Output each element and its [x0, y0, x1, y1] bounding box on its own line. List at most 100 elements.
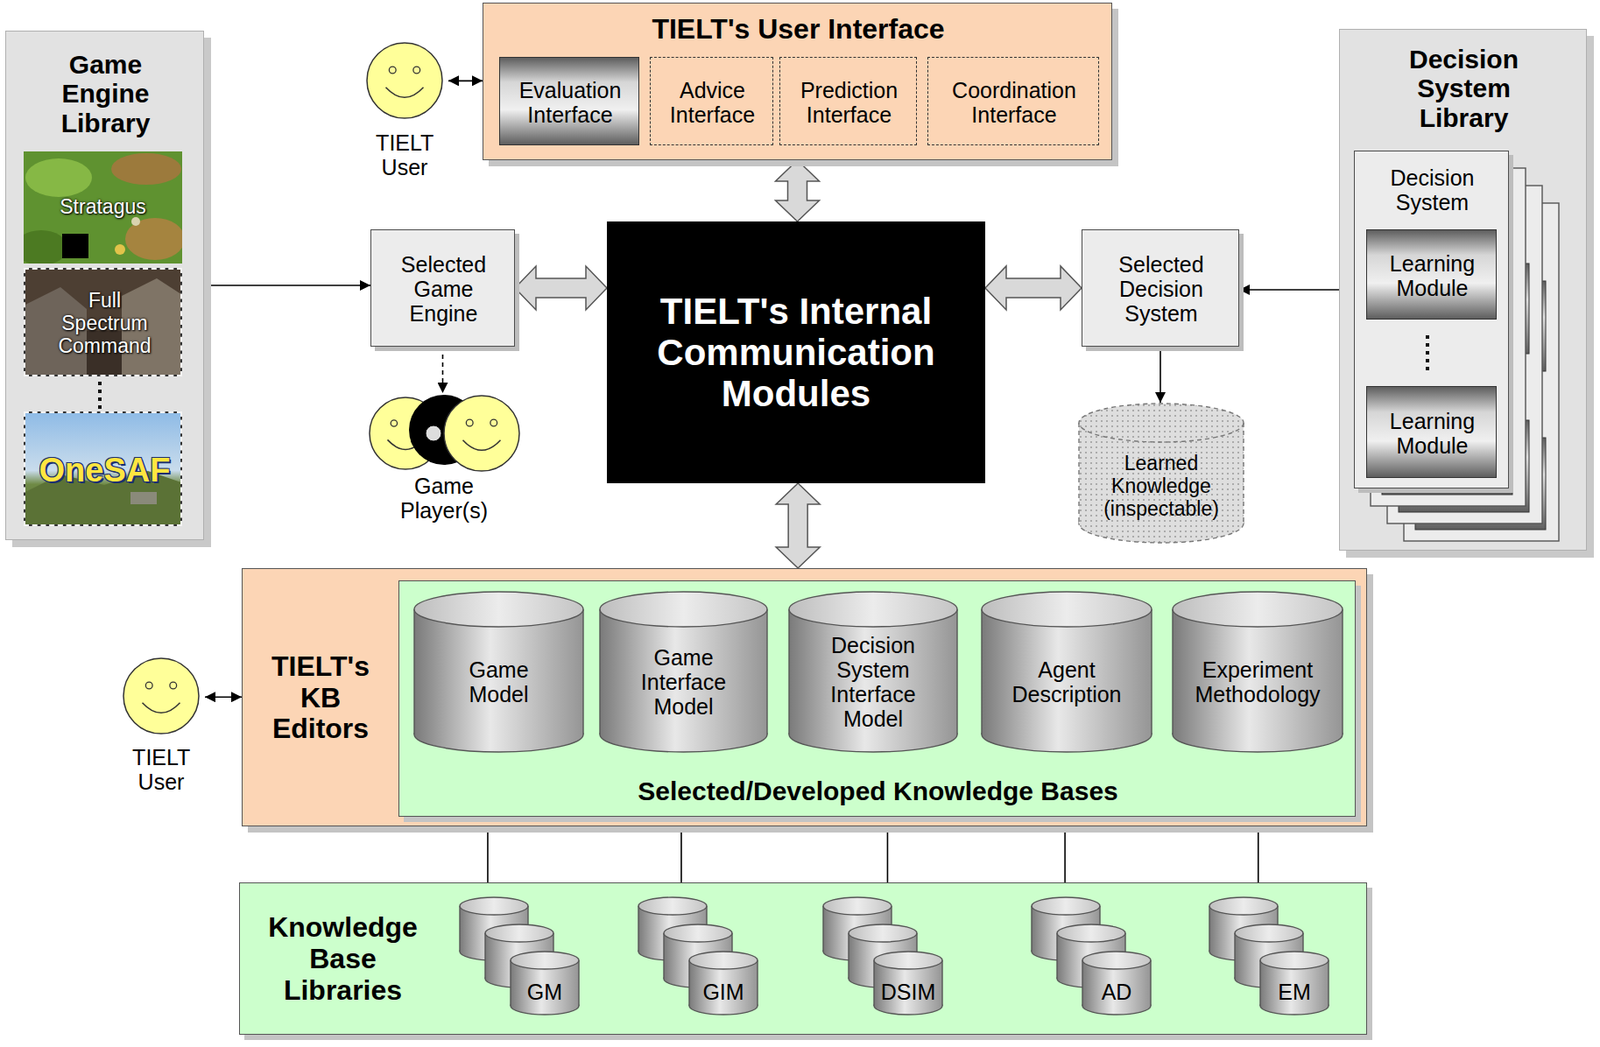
- learning-module: Learning Module: [1366, 386, 1497, 479]
- node-label: Game Player(s): [400, 473, 488, 523]
- cylinder-side: [1233, 933, 1235, 980]
- terrain: [23, 230, 68, 264]
- text-slot: Decision System Interface Model: [788, 627, 959, 737]
- process-box: Selected Decision System: [1081, 229, 1240, 347]
- scene: [25, 269, 183, 377]
- cylinder-top: [823, 897, 892, 916]
- node-label: Experiment Methodology: [1194, 657, 1320, 707]
- smiley-eye: [388, 66, 396, 74]
- text-slot: Game Player(s): [365, 470, 523, 526]
- ellipsis-dot: [98, 389, 102, 394]
- cylinder-side: [1171, 609, 1173, 735]
- terrain: [114, 244, 126, 255]
- terrain: [125, 218, 183, 261]
- text-slot: DSIM: [874, 969, 943, 1015]
- text-slot: TIELT's User Interface: [483, 7, 1114, 53]
- smiley-mouth: [386, 87, 424, 99]
- node-label: Learning Module: [1389, 408, 1475, 459]
- cylinder-side: [1149, 960, 1151, 1007]
- node-label: TIELT's KB Editors: [271, 651, 370, 746]
- cylinder-side: [941, 960, 943, 1007]
- cylinder-top: [1260, 951, 1329, 970]
- text-slot: TIELT's Internal Communication Modules: [610, 225, 982, 480]
- cylinder-side: [1081, 960, 1083, 1007]
- node-label: Learning Module: [1389, 251, 1475, 301]
- terrain: [25, 158, 92, 198]
- learning-module: Learning Module: [1366, 229, 1497, 320]
- cylinder-top: [874, 951, 943, 970]
- node-label: TIELT User: [132, 745, 191, 795]
- node-label: TIELT User: [375, 130, 434, 180]
- text-slot: Learned Knowledge (inspectable): [1078, 439, 1245, 535]
- cylinder-side: [822, 906, 824, 952]
- cylinder-top: [1031, 897, 1100, 916]
- text-slot: GIM: [689, 969, 758, 1015]
- connector-arrow: [448, 80, 483, 83]
- node-illustration: [1031, 897, 1151, 1015]
- text-slot: Knowledge Base Libraries: [239, 883, 446, 1037]
- text-slot: Game Engine Library: [6, 43, 205, 144]
- cylinder-body: [1172, 609, 1343, 735]
- text-slot: EM: [1260, 969, 1329, 1015]
- node-label: GM: [527, 979, 563, 1005]
- smiley-mouth: [142, 703, 181, 714]
- node-label: Knowledge Base Libraries: [267, 912, 418, 1007]
- text-slot: Coordination Interface: [931, 61, 1097, 143]
- scene: [130, 492, 157, 505]
- ellipsis-dot: [1425, 351, 1430, 355]
- ellipsis-dot: [1425, 359, 1430, 363]
- text-slot: Experiment Methodology: [1171, 627, 1344, 737]
- editor-panel: TIELT's KB Editors Selected/Developed Kno…: [241, 568, 1368, 827]
- connector-arrow: [204, 284, 371, 287]
- terrain: [62, 233, 89, 259]
- cylinder-top: [689, 951, 758, 970]
- smiley-eye: [490, 419, 498, 427]
- connector-arrow: [204, 696, 242, 698]
- node-label: EM: [1277, 979, 1312, 1005]
- cylinder-side: [788, 609, 790, 735]
- text-slot: TIELT User: [117, 737, 205, 802]
- knowledge-base-cylinder: Decision System Interface Model: [788, 591, 959, 754]
- node-label: OneSAF: [39, 451, 171, 490]
- library-stack: GM: [459, 897, 579, 1015]
- core-box: TIELT's Internal Communication Modules: [606, 221, 986, 484]
- node-label: Learned Knowledge (inspectable): [1103, 452, 1220, 521]
- node-label: Coordination Interface: [951, 77, 1077, 127]
- text-slot: Decision System Library: [1339, 36, 1588, 141]
- cylinder-top: [599, 592, 768, 628]
- knowledge-panel: Selected/Developed Knowledge BasesGame M…: [398, 580, 1356, 818]
- interface-box: Prediction Interface: [779, 56, 917, 146]
- cylinder-side: [1056, 933, 1058, 980]
- knowledge-base-cylinder: Experiment Methodology: [1171, 591, 1344, 754]
- interface-panel: TIELT's User InterfaceEvaluation Interfa…: [482, 2, 1113, 161]
- cylinder-side: [413, 609, 415, 735]
- knowledge-base-cylinder: Game Interface Model: [599, 591, 769, 754]
- cylinder-side: [1242, 422, 1244, 524]
- text-slot: Learning Module: [1370, 233, 1495, 318]
- knowledge-cylinder: Learned Knowledge (inspectable): [1078, 402, 1245, 544]
- smiley-eye: [465, 419, 473, 427]
- user-icon: TIELT User: [117, 656, 205, 802]
- block-arrow: [514, 266, 607, 311]
- smiley-eye: [413, 66, 421, 74]
- ellipsis-dot: [1425, 366, 1430, 371]
- cylinder-side: [873, 960, 875, 1007]
- block-arrow: [775, 160, 820, 222]
- text-slot: TIELT's KB Editors: [242, 569, 399, 828]
- smiley-face: [123, 658, 199, 734]
- node-label: Advice Interface: [669, 77, 755, 127]
- node-label: Agent Description: [1011, 657, 1121, 707]
- interface-box: Advice Interface: [649, 56, 774, 146]
- knowledge-base-cylinder: Game Model: [413, 591, 585, 754]
- connector-arrow: [442, 346, 445, 394]
- ellipsis-dot: [98, 381, 102, 386]
- cylinder-side: [662, 933, 664, 980]
- cylinder-top: [1209, 897, 1278, 916]
- cylinder-side: [509, 960, 511, 1007]
- node-label: Decision System: [1390, 165, 1475, 215]
- library-panel: Knowledge Base LibrariesGM GIM DSIM AD EM: [239, 882, 1368, 1036]
- cylinder-side: [688, 960, 690, 1007]
- text-slot: AD: [1082, 969, 1151, 1015]
- library-stack: EM: [1209, 897, 1329, 1015]
- text-slot: Game Interface Model: [599, 627, 769, 737]
